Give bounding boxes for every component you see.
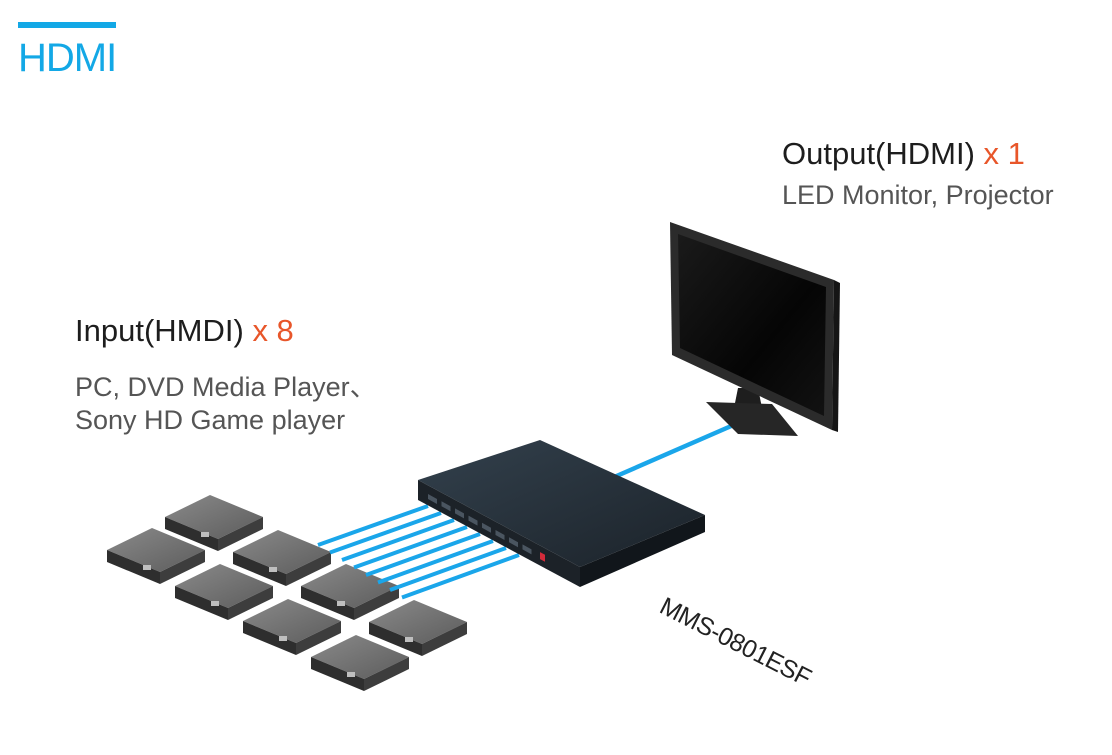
switch-hdmi-port xyxy=(441,501,451,512)
source-device-front xyxy=(165,517,218,551)
switch-hdmi-port xyxy=(509,537,518,548)
input-description-line1: PC, DVD Media Player、 xyxy=(75,372,377,402)
source-device-box xyxy=(243,599,341,655)
source-device-front xyxy=(369,622,422,656)
switch-hdmi-port xyxy=(495,530,505,540)
monitor-stand-base xyxy=(706,402,798,436)
input-cable xyxy=(341,518,455,562)
source-device-top xyxy=(301,564,399,608)
source-device-side xyxy=(218,517,263,551)
source-device-led xyxy=(201,532,209,537)
source-device-front xyxy=(243,621,296,655)
output-cable xyxy=(611,417,746,481)
source-device-top xyxy=(369,600,467,644)
source-device-side xyxy=(296,621,341,655)
output-title: Output(HDMI) x 1 xyxy=(782,136,1025,172)
source-device-led xyxy=(279,636,287,641)
source-device-side xyxy=(354,586,399,620)
source-device-top xyxy=(233,530,331,574)
output-description: LED Monitor, Projector xyxy=(782,180,1054,210)
source-device-side xyxy=(160,550,205,584)
input-cable xyxy=(329,511,442,555)
source-device-front xyxy=(175,586,228,620)
source-device-box xyxy=(369,600,467,656)
switch-hdmi-ports xyxy=(428,494,532,555)
source-device-top xyxy=(175,564,273,608)
source-device-top xyxy=(107,528,205,572)
switch-hdmi-port xyxy=(482,522,491,533)
input-description-line2: Sony HD Game player xyxy=(75,405,346,435)
input-cable xyxy=(365,532,481,577)
input-title-text: Input(HMDI) xyxy=(75,313,244,348)
source-device-front xyxy=(107,550,160,584)
input-source-devices xyxy=(107,495,467,691)
input-cable xyxy=(317,504,429,547)
monitor-bezel-edge xyxy=(832,280,840,432)
section-accent-bar xyxy=(18,22,116,28)
input-cable xyxy=(389,546,507,592)
hdmi-cables xyxy=(317,504,520,600)
input-cable xyxy=(353,525,468,570)
input-cable xyxy=(401,553,520,600)
source-device-front xyxy=(233,552,286,586)
output-count: x 1 xyxy=(983,136,1025,171)
switch-hdmi-port xyxy=(522,544,532,555)
source-device-top xyxy=(243,599,341,643)
source-device-top xyxy=(165,495,263,539)
hdmi-switch xyxy=(418,440,705,587)
monitor-screen xyxy=(678,234,826,416)
source-device-led xyxy=(337,601,345,606)
source-device-side xyxy=(286,552,331,586)
source-device-front xyxy=(311,657,364,691)
source-device-box xyxy=(165,495,263,551)
source-device-side xyxy=(422,622,467,656)
output-title-text: Output(HDMI) xyxy=(782,136,975,171)
source-device-box xyxy=(311,635,409,691)
source-device-box xyxy=(301,564,399,620)
section-title: HDMI xyxy=(18,36,117,80)
switch-hdmi-port xyxy=(468,515,478,526)
source-device-led xyxy=(143,565,151,570)
source-device-front xyxy=(301,586,354,620)
source-device-led xyxy=(211,601,219,606)
source-device-top xyxy=(311,635,409,679)
switch-top-face xyxy=(418,440,705,567)
switch-hdmi-port xyxy=(428,494,437,504)
source-device-led xyxy=(347,672,355,677)
input-count: x 8 xyxy=(252,313,294,348)
input-title: Input(HMDI) x 8 xyxy=(75,313,294,349)
led-monitor xyxy=(670,222,840,436)
switch-hdmi-port xyxy=(455,508,464,519)
source-device-led xyxy=(405,637,413,642)
source-device-box xyxy=(107,528,205,584)
switch-right-face xyxy=(580,515,705,587)
source-device-box xyxy=(175,564,273,620)
source-device-led xyxy=(269,567,277,572)
input-cable xyxy=(377,539,494,585)
source-device-side xyxy=(364,657,409,691)
switch-power-led xyxy=(540,552,545,562)
source-device-side xyxy=(228,586,273,620)
source-device-box xyxy=(233,530,331,586)
